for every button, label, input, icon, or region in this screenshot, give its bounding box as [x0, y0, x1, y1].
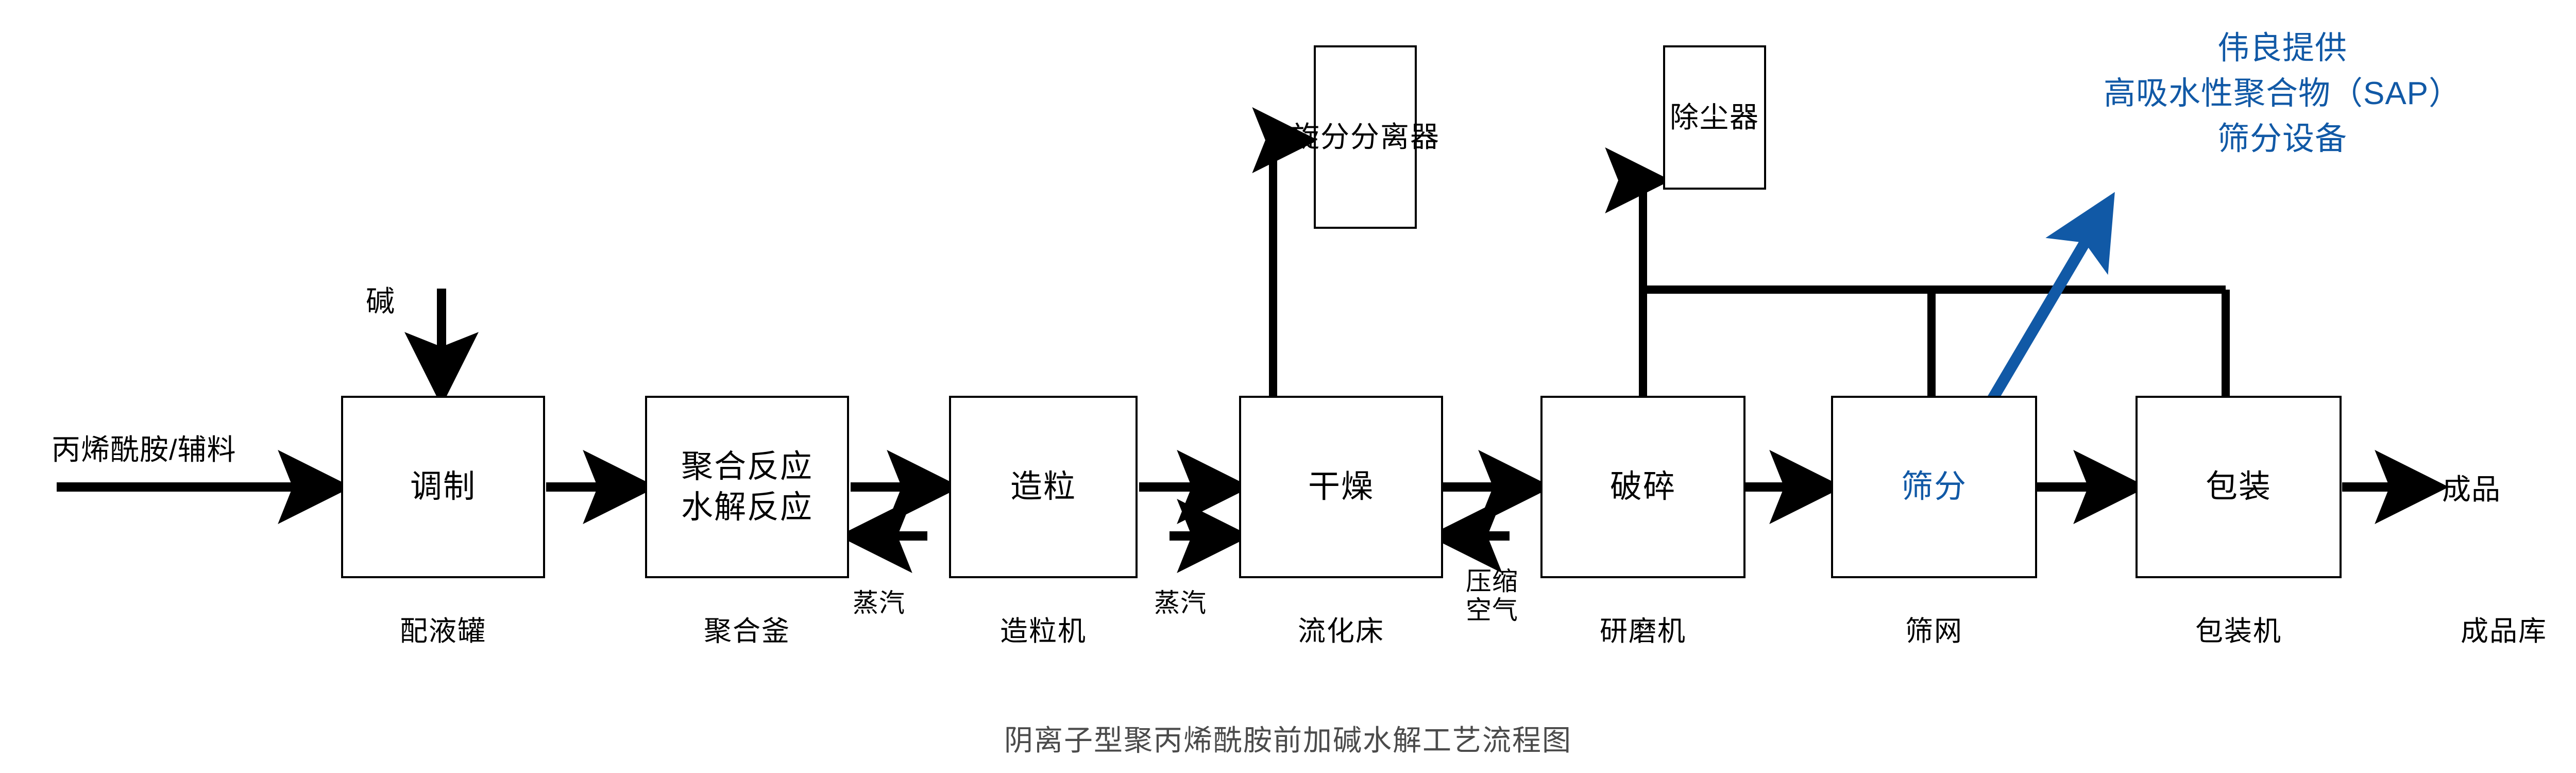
equipment-label-packaging: 包装机 — [2195, 616, 2282, 647]
equipment-label-screening: 筛网 — [1905, 616, 1963, 647]
duct-manifold-riser-to-dust-collector — [1605, 147, 1671, 290]
equipment-label-product-warehouse: 成品库 — [2461, 616, 2547, 647]
equipment-label-blending: 配液罐 — [400, 616, 486, 647]
process-box-polymerization-title-2: 水解反应 — [681, 490, 813, 525]
stream-label-compressed-air-line1: 压缩 — [1466, 567, 1518, 596]
stream-label-compressed-air-line2: 空气 — [1466, 596, 1518, 625]
process-box-crushing[interactable]: 破碎 — [1540, 396, 1745, 578]
aux-box-cyclone-title: 旋分分离器 — [1291, 121, 1440, 154]
process-box-packaging[interactable]: 包装 — [2136, 396, 2342, 578]
equipment-label-polymerization: 聚合釜 — [704, 616, 790, 647]
stream-label-feed: 丙烯酰胺/辅料 — [52, 433, 236, 466]
process-box-blending-title: 调制 — [410, 469, 476, 505]
process-box-screening[interactable]: 筛分 — [1831, 396, 2037, 578]
process-box-drying[interactable]: 干燥 — [1239, 396, 1443, 578]
supplier-annotation: 伟良提供 高吸水性聚合物（SAP） 筛分设备 — [2104, 26, 2461, 162]
process-box-polymerization-title-1: 聚合反应 — [681, 448, 813, 484]
process-box-screening-title: 筛分 — [1901, 469, 1967, 505]
supplier-annotation-line1: 伟良提供 — [2217, 30, 2347, 66]
aux-box-cyclone[interactable]: 旋分分离器 — [1291, 45, 1439, 229]
process-box-crushing-title: 破碎 — [1609, 469, 1676, 505]
stream-label-product: 成品 — [2442, 473, 2501, 506]
process-box-drying-title: 干燥 — [1308, 469, 1374, 505]
process-box-granulation[interactable]: 造粒 — [949, 396, 1138, 578]
stream-label-compressed-air: 压缩 空气 — [1466, 567, 1518, 625]
equipment-label-drying: 流化床 — [1298, 616, 1384, 647]
aux-box-dust-collector-title: 除尘器 — [1670, 101, 1759, 134]
equipment-label-crushing: 研磨机 — [1600, 616, 1686, 647]
supplier-annotation-line2: 高吸水性聚合物（SAP） — [2103, 76, 2462, 112]
stream-label-alkali: 碱 — [366, 285, 395, 317]
duct-drying-to-cyclone — [1252, 107, 1318, 396]
equipment-label-granulation: 造粒机 — [1000, 616, 1087, 647]
supplier-annotation-line3: 筛分设备 — [2217, 121, 2347, 157]
process-box-polymerization[interactable]: 聚合反应 水解反应 — [645, 396, 849, 578]
aux-box-dust-collector[interactable]: 除尘器 — [1663, 45, 1766, 190]
process-box-packaging-title: 包装 — [2205, 469, 2272, 505]
stream-label-steam-polymerization: 蒸汽 — [853, 589, 905, 617]
process-box-blending[interactable]: 调制 — [341, 396, 545, 578]
stream-label-steam-drying: 蒸汽 — [1154, 589, 1207, 617]
figure-caption: 阴离子型聚丙烯酰胺前加碱水解工艺流程图 — [1004, 724, 1572, 757]
process-box-granulation-title: 造粒 — [1010, 469, 1076, 505]
